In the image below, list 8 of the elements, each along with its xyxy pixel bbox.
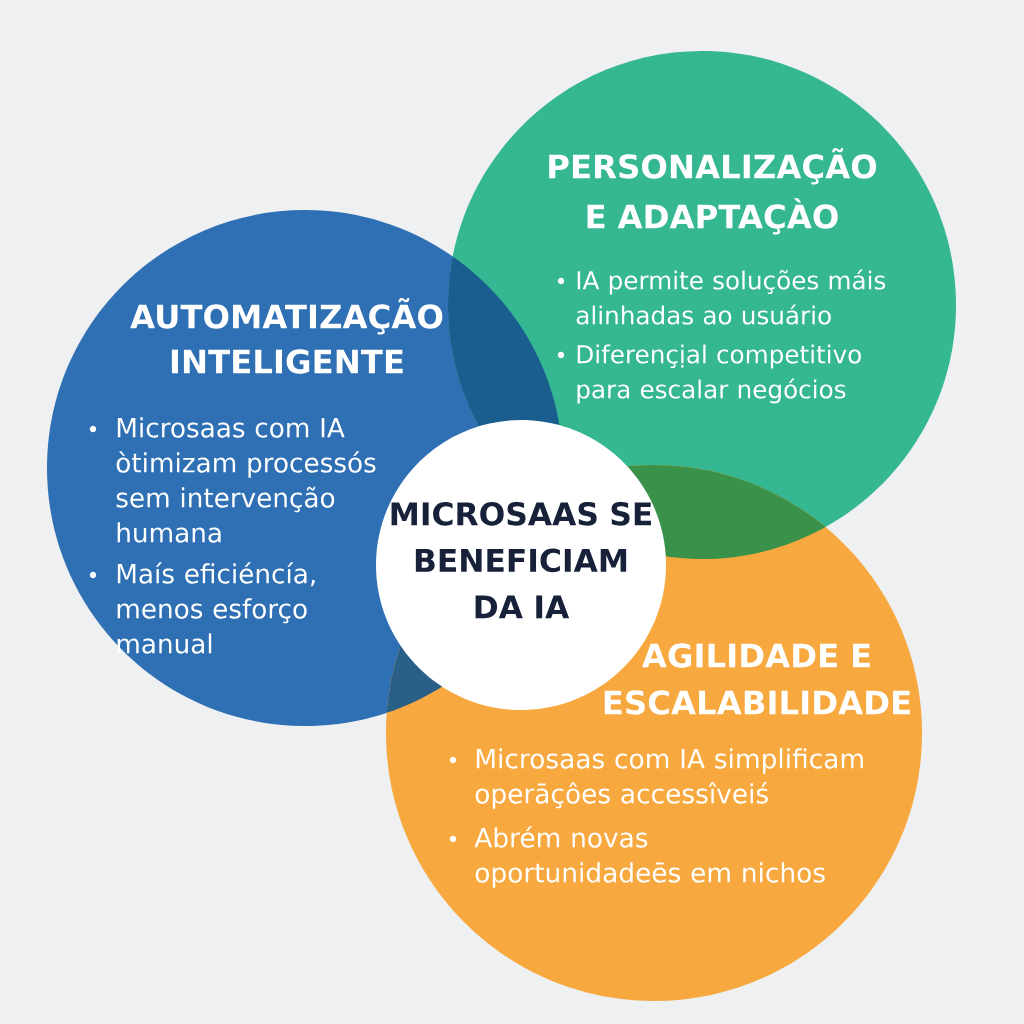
topic-heading: PERSONALIZAÇÃO E ADAPTAÇÀO [549,148,877,235]
bullet-text: Abrém novas oportunidadeēs em nichos [474,826,825,888]
bullet-text: IA permite soluções máis alinhadas ao usuário [576,269,886,325]
topic-heading: AUTOMATIZAÇÃO INTELIGENTE [130,298,443,374]
bullet-text: Maís eficiéncía, menos esforço manual [117,562,315,654]
bullet-text: Diferençịal competitivo para escalar negócios [577,344,861,404]
bullet-text: Microsaas com IA simplificam operāçôes accessîveiś [475,748,863,809]
bullet-text: Microsaas com IA òtimizam processós sem intervenção humana [116,417,376,543]
